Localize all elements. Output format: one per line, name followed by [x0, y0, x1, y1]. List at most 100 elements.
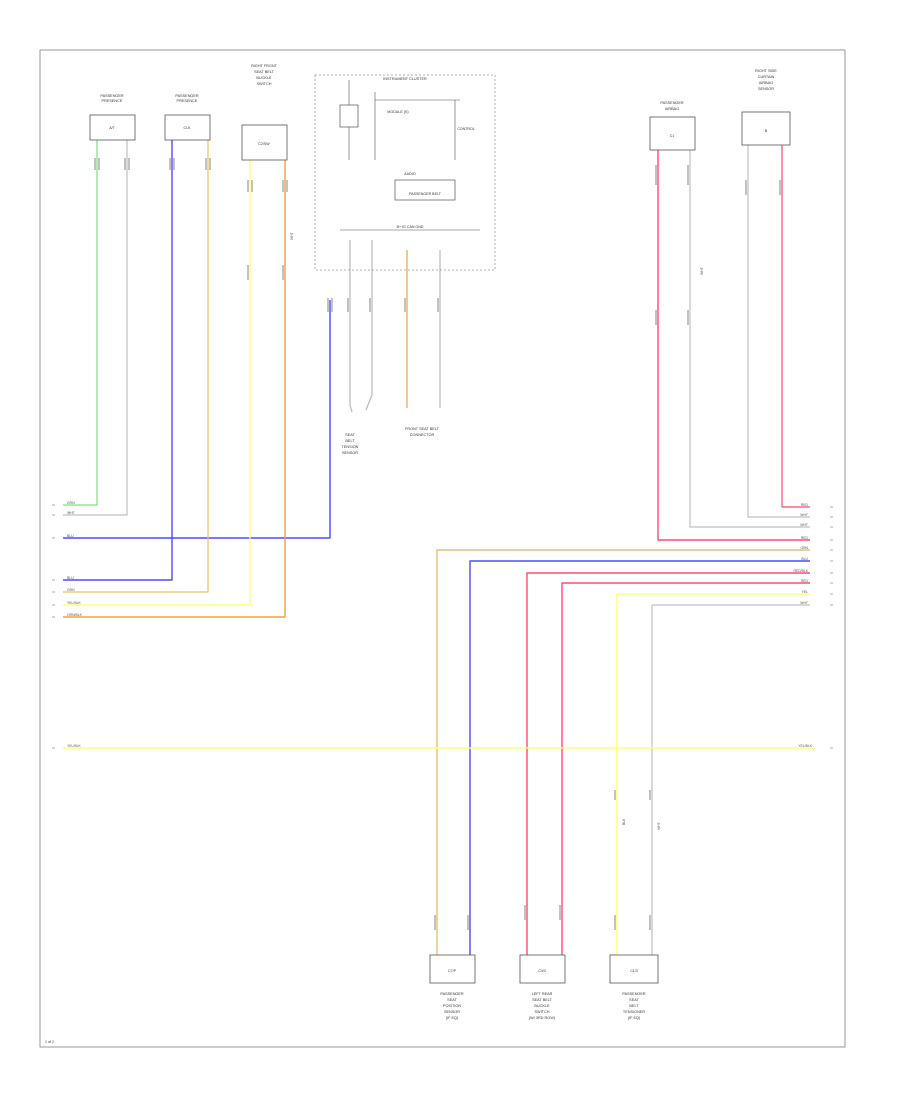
wire-gray-ic-1 — [349, 240, 353, 413]
component-box-label: C4/3 — [538, 969, 546, 973]
component-label: SENSOR — [444, 1010, 460, 1014]
wire-label: GRN — [67, 588, 75, 592]
wire-red-c5 — [657, 150, 810, 541]
component-label: PRESENCE — [102, 99, 123, 103]
inner-label: PASSENGER BELT — [409, 192, 442, 196]
component-passenger-seat-position-sensor: C7/P PASSENGER SEAT POSITION SENSOR (IF … — [429, 954, 476, 1020]
inner-label: AUDIO — [404, 172, 416, 176]
wire-label: BLU — [67, 534, 74, 538]
component-label: LEFT REAR — [532, 992, 553, 996]
wire-label: ORN — [800, 546, 808, 550]
wire-label: RED/BLK — [793, 569, 808, 573]
component-label: TENSION — [342, 445, 359, 449]
component-front-seat-belt-connector: FRONT SEAT BELT CONNECTOR — [405, 427, 440, 437]
component-label: CONNECTOR — [410, 433, 435, 437]
component-label: BUCKLE — [256, 76, 272, 80]
component-instrument-cluster: INSTRUMENT CLUSTER MODULE (S) CONTROL AU… — [314, 74, 496, 271]
component-label: SEAT BELT — [532, 998, 553, 1002]
component-box-label: CLK — [184, 126, 192, 130]
component-label: FRONT SEAT BELT — [405, 427, 440, 431]
component-box-label: C1/3 — [630, 969, 638, 973]
wire-orange-c3 — [63, 160, 286, 618]
component-label: RIGHT FRONT — [251, 64, 278, 68]
wire-white-c6 — [747, 145, 810, 518]
component-label: PASSENGER — [100, 94, 124, 98]
wire-label: WHT — [800, 523, 808, 527]
component-label: BELT — [629, 1004, 639, 1008]
component-passenger-airbag: C1 PASSENGER AIRBAG — [649, 101, 696, 151]
wire-red-c10-b — [561, 582, 810, 955]
wire-label: YEL/BLK — [67, 601, 81, 605]
component-label: BELT — [345, 439, 355, 443]
component-label: PASSENGER — [440, 992, 464, 996]
right-wire-labels: RED WHT WHT RED ORN BLU RED/BLK RED YEL … — [793, 503, 812, 748]
wire-white-c1 — [63, 140, 128, 516]
component-label: TENSIONER — [623, 1010, 645, 1014]
component-box-label: B — [765, 129, 768, 133]
inner-label: MODULE (S) — [387, 110, 408, 114]
wire-label: WHT — [67, 511, 75, 515]
component-label: (W/ 3RD ROW) — [529, 1016, 556, 1020]
wire-gray-ic-2 — [365, 240, 373, 411]
wire-tan-c9 — [436, 549, 810, 955]
wire-blue-ic — [63, 300, 331, 539]
component-label: AIRBAG — [759, 81, 773, 85]
component-box-label: C7/P — [448, 969, 457, 973]
component-passenger-seat-belt-tensioner: C1/3 PASSENGER SEAT BELT TENSIONER (IF E… — [609, 954, 659, 1020]
left-terminals — [52, 504, 55, 749]
component-passenger-presence-sensor-2: CLK PASSENGER PRESENCE — [164, 94, 211, 141]
inner-label: CONTROL — [457, 127, 475, 131]
component-seat-belt-tension-sensor: SEAT BELT TENSION SENSOR — [342, 433, 359, 455]
component-label: INSTRUMENT CLUSTER — [383, 77, 427, 81]
component-label: SENSOR — [758, 87, 774, 91]
connector-ticks — [94, 158, 781, 930]
component-label: RIGHT SIDE — [755, 69, 777, 73]
component-label: (IF EQ) — [628, 1016, 641, 1020]
component-label: CURTAIN — [758, 75, 775, 79]
wires — [63, 140, 815, 955]
component-label: AIRBAG — [665, 107, 679, 111]
component-label: PASSENGER — [622, 992, 646, 996]
component-label: (IF EQ) — [446, 1016, 459, 1020]
wire-yellow-c3 — [63, 160, 251, 606]
component-box-label: C2/SW — [258, 142, 270, 146]
wire-green-c1 — [63, 140, 98, 506]
wire-label: BLK — [622, 818, 626, 825]
wire-yellow-c11 — [616, 593, 810, 955]
component-box-label: C1 — [670, 134, 675, 138]
inner-label: B+ IG CAN GND — [397, 225, 424, 229]
wire-white-c5 — [689, 150, 810, 528]
page-reference: 1 of 2 — [45, 1040, 54, 1044]
wire-label: RED — [801, 536, 809, 540]
component-label: PRESENCE — [177, 99, 198, 103]
component-label: SEAT BELT — [254, 70, 275, 74]
wire-label: WHT — [800, 601, 808, 605]
right-terminals — [830, 506, 833, 749]
wire-white-c11 — [651, 604, 810, 955]
wire-label: YEL/BLK — [67, 744, 81, 748]
wire-label: YEL — [802, 590, 809, 594]
component-label: SWITCH — [257, 82, 272, 86]
component-label: SENSOR — [342, 451, 358, 455]
component-label: POSITION — [443, 1004, 461, 1008]
wire-label: RED — [801, 503, 809, 507]
wire-label: WHT — [700, 267, 704, 275]
wire-label: RED — [801, 579, 809, 583]
component-right-front-seat-belt-buckle-switch: C2/SW RIGHT FRONT SEAT BELT BUCKLE SWITC… — [241, 64, 288, 161]
vertical-wire-labels: WHT WHT BLK WHT — [290, 232, 704, 830]
wire-label: WHT — [290, 232, 294, 240]
wire-red-c10-a — [526, 572, 810, 955]
component-label: PASSENGER — [175, 94, 199, 98]
component-box-label: A/T — [109, 126, 115, 130]
wire-blue-c2 — [63, 140, 173, 581]
component-label: BUCKLE — [534, 1004, 550, 1008]
wire-label: BLU — [67, 576, 74, 580]
component-left-rear-seat-belt-buckle-switch: C4/3 LEFT REAR SEAT BELT BUCKLE SWITCH (… — [519, 954, 566, 1020]
component-label: SEAT — [447, 998, 457, 1002]
left-wire-labels: GRN WHT BLU BLU GRN YEL/BLK ORN/BLK YEL/… — [67, 501, 83, 748]
wire-label: WHT — [800, 513, 808, 517]
component-label: SWITCH — [535, 1010, 550, 1014]
wire-label: GRN — [67, 501, 75, 505]
component-label: PASSENGER — [660, 101, 684, 105]
